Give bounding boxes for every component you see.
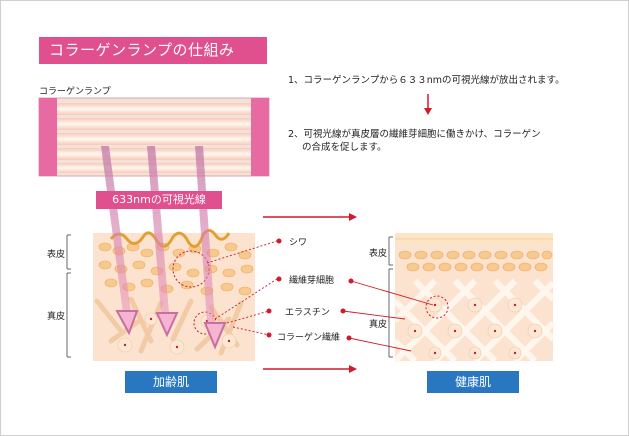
right-epidermis-label: 表皮 (369, 246, 387, 259)
step-2-line-1: 2、可視光線が真皮層の繊維芽細胞に働きかけ、コラーゲン (288, 128, 541, 141)
left-brackets (67, 235, 71, 357)
callout-collagen-fiber: コラーゲン繊維 (277, 330, 340, 343)
right-dermis-label: 真皮 (369, 317, 387, 330)
callout-dots (267, 239, 354, 341)
callout-fibroblast: 繊維芽細胞 (289, 273, 334, 286)
left-dermis-label: 真皮 (47, 309, 65, 322)
down-arrow-icon (424, 94, 432, 116)
right-brackets (389, 237, 393, 357)
transition-arrows (263, 213, 357, 373)
healthy-skin-badge: 健康肌 (427, 371, 519, 393)
callout-wrinkle: シワ (289, 235, 307, 248)
callout-elastin: エラスチン (285, 305, 330, 318)
step-2-line-2: の合成を促します。 (288, 141, 541, 154)
step-1-text: 1、コラーゲンランプから６３３nmの可視光線が放出されます。 (288, 74, 565, 87)
step-2-text: 2、可視光線が真皮層の繊維芽細胞に働きかけ、コラーゲン の合成を促します。 (288, 128, 541, 154)
beam-label: 633nmの可視光線 (96, 191, 222, 209)
healthy-skin (395, 233, 553, 361)
aging-skin-badge: 加齢肌 (125, 371, 217, 393)
left-epidermis-label: 表皮 (47, 247, 65, 260)
